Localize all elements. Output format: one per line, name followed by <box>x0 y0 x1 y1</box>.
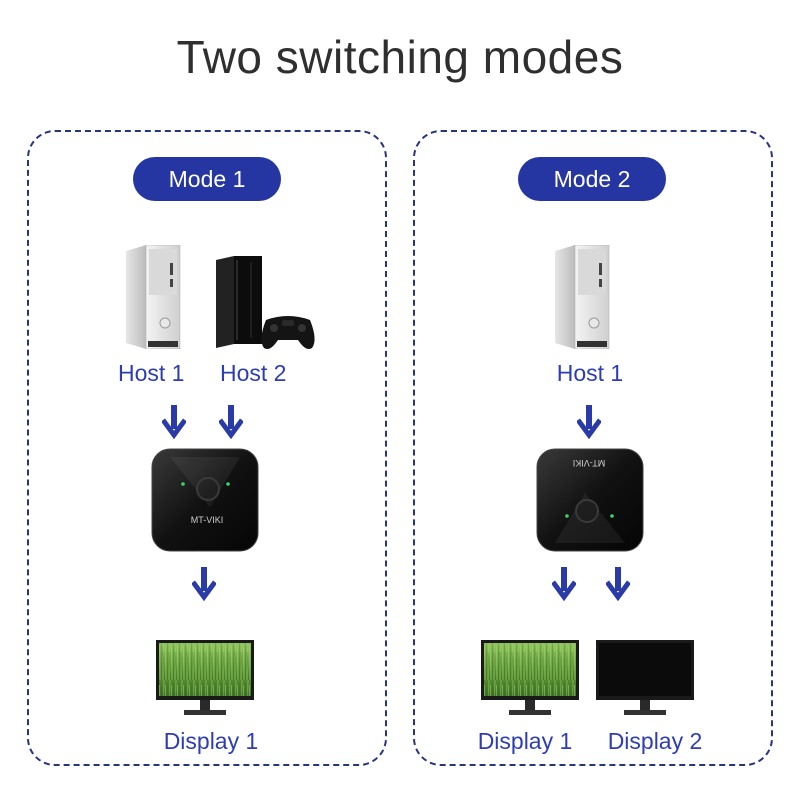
mode-1-badge: Mode 1 <box>133 157 281 201</box>
arrow-down-icon <box>552 567 576 601</box>
pc-tower-icon <box>126 245 181 349</box>
mode-2-display-1-label: Display 1 <box>477 728 573 754</box>
mode-2-host-1-label: Host 1 <box>556 360 624 386</box>
arrow-down-icon <box>192 567 216 601</box>
arrow-down-icon <box>606 567 630 601</box>
page-title: Two switching modes <box>176 31 624 83</box>
mode-2-display-2-label: Display 2 <box>607 728 703 754</box>
kvm-switch-icon <box>536 448 644 552</box>
gamepad-icon <box>261 316 315 349</box>
arrow-down-icon <box>577 405 601 439</box>
monitor-icon <box>596 640 694 715</box>
mode-1-host-1-label: Host 1 <box>118 360 185 386</box>
monitor-icon <box>481 640 579 715</box>
arrow-down-icon <box>219 405 243 439</box>
mode-1-host-2-label: Host 2 <box>220 360 287 386</box>
monitor-icon <box>156 640 254 715</box>
device-brand-label: MT-VIKI <box>572 458 606 468</box>
game-console-icon <box>216 256 262 348</box>
arrow-down-icon <box>162 405 186 439</box>
mode-2-badge: Mode 2 <box>518 157 666 201</box>
mode-2-panel <box>413 130 773 766</box>
pc-tower-icon <box>555 245 610 349</box>
kvm-switch-icon <box>151 448 259 552</box>
device-brand-label: MT-VIKI <box>190 515 224 525</box>
mode-1-display-1-label: Display 1 <box>163 728 259 754</box>
mode-1-panel <box>27 130 387 766</box>
